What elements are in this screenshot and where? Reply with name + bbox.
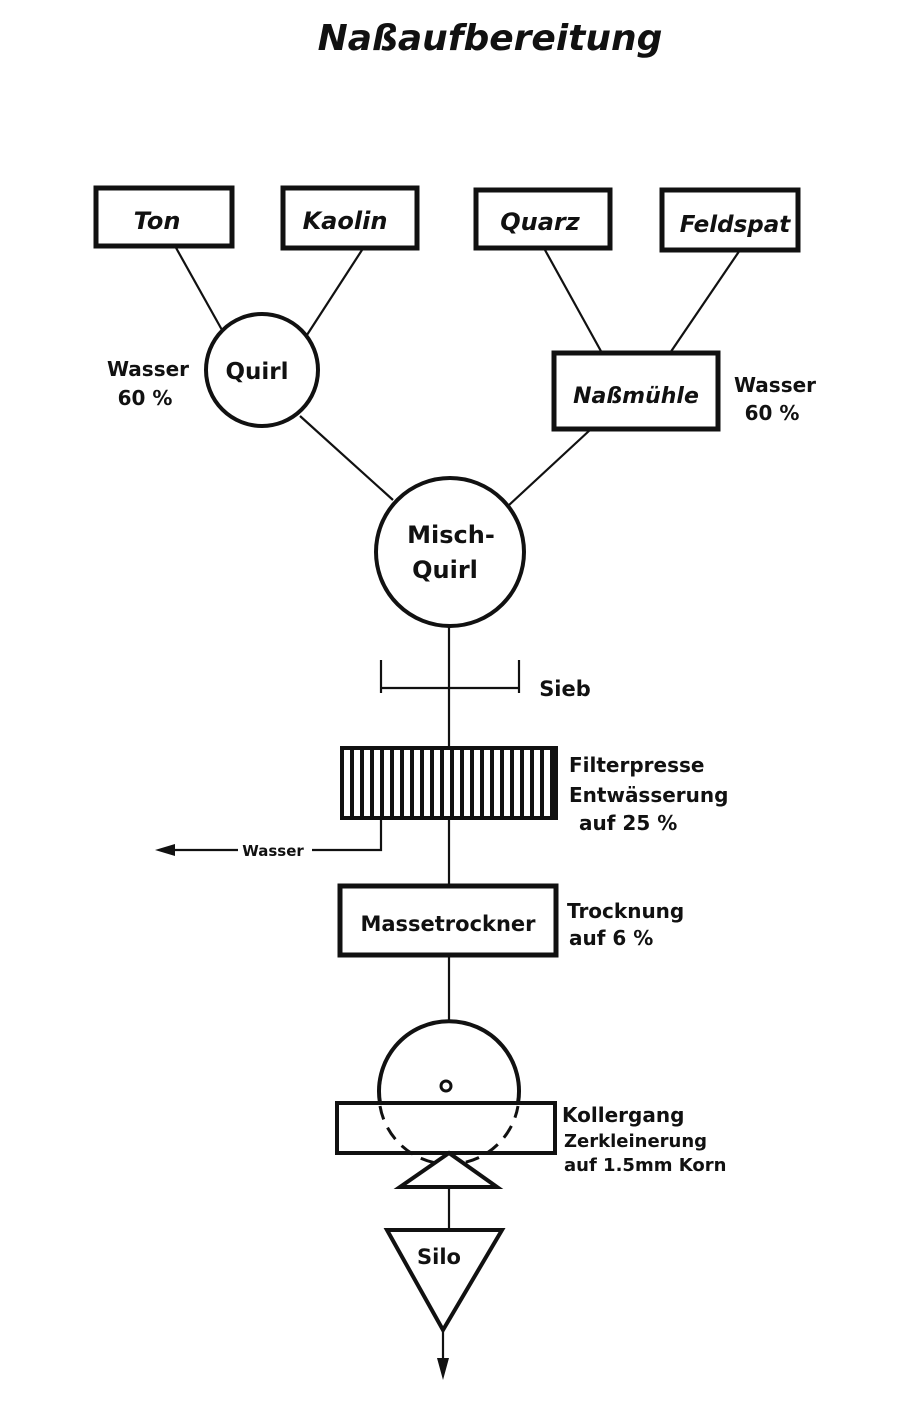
node-silo: Silo xyxy=(383,1228,506,1335)
box-kaolin-label: Kaolin xyxy=(303,207,388,235)
box-feldspat-label: Feldspat xyxy=(680,212,792,238)
diagram-title: Naßaufbereitung xyxy=(318,18,663,59)
node-kollergang xyxy=(335,1019,557,1166)
filterpresse-label: Filterpresse xyxy=(569,753,704,777)
sieb-label: Sieb xyxy=(539,677,591,701)
node-filterpresse xyxy=(340,746,558,820)
node-quirl: Quirl xyxy=(204,312,320,428)
wasser-outflow xyxy=(155,818,383,856)
box-kaolin: Kaolin xyxy=(280,185,420,251)
node-misch-quirl: Misch- Quirl xyxy=(374,476,526,628)
output-arrow xyxy=(437,1358,449,1380)
entwaesserung-value: auf 25 % xyxy=(579,811,677,835)
node-nassmuehle: Naßmühle xyxy=(551,350,721,432)
box-feldspat: Feldspat xyxy=(659,187,801,253)
box-quarz-label: Quarz xyxy=(500,208,581,236)
wasser-left-label: Wasser xyxy=(107,357,189,381)
node-misch-quirl-line1: Misch- xyxy=(407,521,495,549)
connector-lines xyxy=(174,245,741,1360)
kollergang-label: Kollergang xyxy=(562,1103,684,1127)
hopper-triangle xyxy=(393,1150,504,1189)
box-ton: Ton xyxy=(93,185,235,249)
trocknung-value: auf 6 % xyxy=(569,926,653,950)
wasser-right-percent: 60 % xyxy=(745,401,800,425)
node-massetrockner-label: Massetrockner xyxy=(360,912,536,936)
zerkleinerung-value: auf 1.5mm Korn xyxy=(564,1155,726,1176)
box-ton-label: Ton xyxy=(134,207,181,235)
node-misch-quirl-line2: Quirl xyxy=(412,556,478,584)
sieb-symbol xyxy=(379,660,521,693)
trocknung-label: Trocknung xyxy=(567,899,684,923)
node-quirl-label: Quirl xyxy=(225,359,288,385)
node-massetrockner: Massetrockner xyxy=(337,883,559,958)
entwaesserung-label: Entwässerung xyxy=(569,783,728,807)
wasser-right-label: Wasser xyxy=(734,373,816,397)
wasser-left-percent: 60 % xyxy=(118,386,173,410)
node-silo-label: Silo xyxy=(417,1245,461,1269)
wasser-outflow-label: Wasser xyxy=(242,842,304,860)
node-nassmuehle-label: Naßmühle xyxy=(573,384,699,409)
box-quarz: Quarz xyxy=(473,187,613,251)
zerkleinerung-label: Zerkleinerung xyxy=(564,1131,707,1152)
